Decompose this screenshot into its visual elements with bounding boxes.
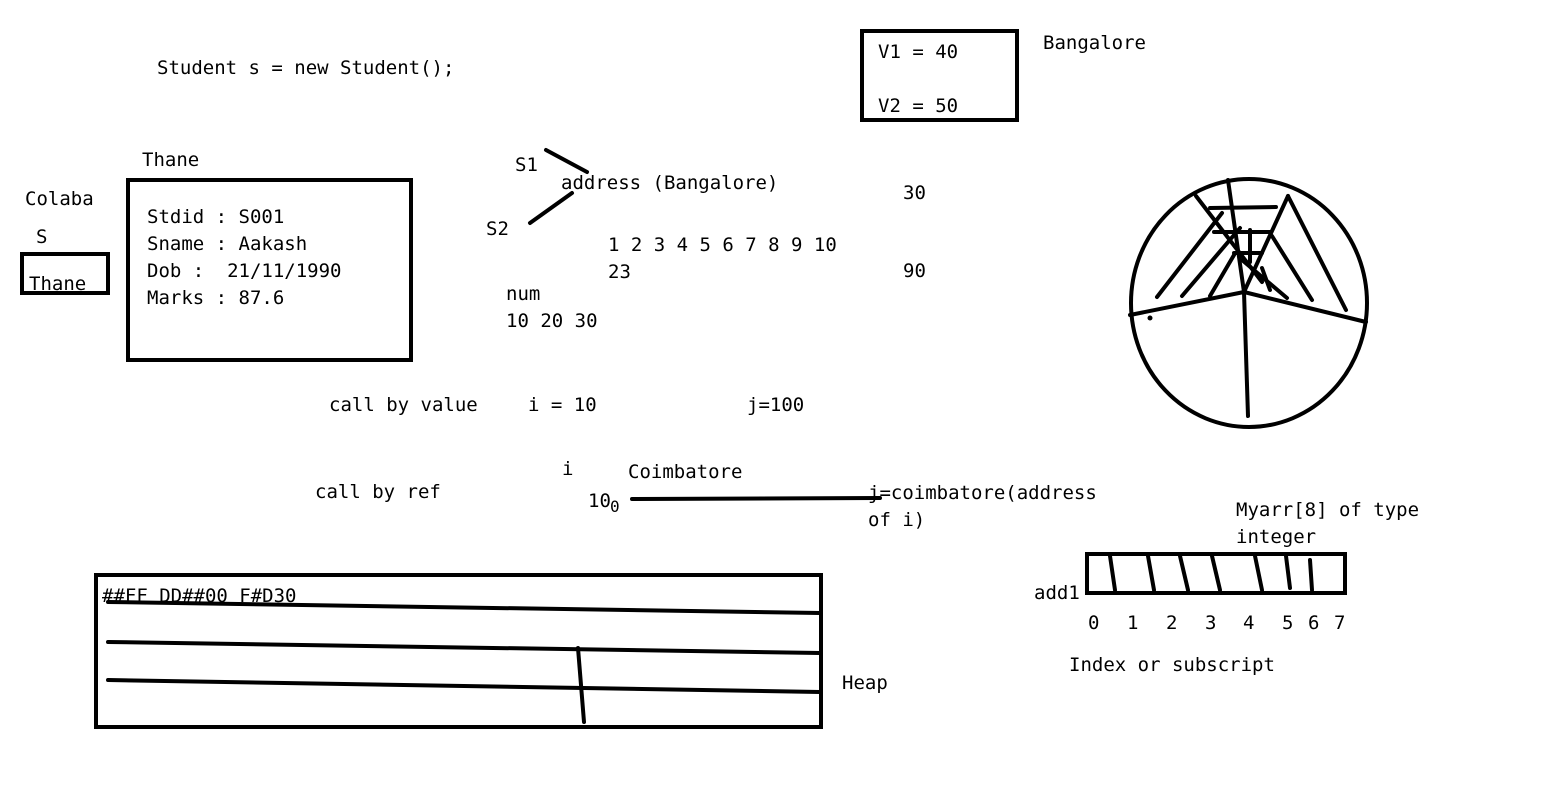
colaba-label: Colaba — [25, 188, 94, 210]
heap-box: ##FF DD##00 F#D30 — [94, 573, 823, 729]
array-index: 5 — [1282, 612, 1294, 634]
s1-pointer-stroke — [544, 148, 589, 174]
triangle-sketch — [1226, 178, 1290, 300]
heap-label: Heap — [842, 672, 888, 694]
myarr-line1: Myarr[8] of type — [1236, 499, 1420, 521]
code-line: Student s = new Student(); — [157, 57, 455, 79]
i-equals: i = 10 — [528, 394, 597, 416]
array-index: 4 — [1243, 612, 1255, 634]
myarr-line2: integer — [1236, 526, 1317, 548]
j-address-line2: of i) — [868, 509, 926, 531]
array-index: 6 — [1308, 612, 1320, 634]
heap-header: ##FF DD##00 F#D30 — [102, 585, 297, 607]
array-index: 7 — [1334, 612, 1346, 634]
array-index: 2 — [1166, 612, 1178, 634]
s-label: S — [36, 226, 48, 248]
value-90: 90 — [903, 260, 926, 282]
s2-pointer-stroke — [528, 191, 574, 225]
marks-field: Marks : 87.6 — [147, 287, 285, 309]
thane-label: Thane — [142, 149, 200, 171]
add1-label: add1 — [1034, 582, 1080, 604]
array-index: 0 — [1088, 612, 1100, 634]
index-label: Index or subscript — [1069, 654, 1275, 676]
coimbatore-label: Coimbatore — [628, 461, 743, 483]
s1-label: S1 — [515, 154, 538, 176]
value-10: 10 — [588, 490, 611, 512]
stdid-field: Stdid : S001 — [147, 206, 285, 228]
variables-box: V1 = 40 V2 = 50 — [860, 29, 1019, 122]
number-sequence: 1 2 3 4 5 6 7 8 9 10 — [608, 234, 837, 256]
i-label: i — [562, 458, 574, 480]
s-reference-box: Thane — [20, 252, 110, 295]
num-label: num — [506, 283, 541, 305]
v1-value: V1 = 40 — [878, 41, 959, 63]
address-label: address (Bangalore) — [561, 172, 779, 194]
array-box — [1085, 552, 1347, 595]
value-23: 23 — [608, 261, 631, 283]
student-object-box: Stdid : S001 Sname : Aakash Dob : 21/11/… — [126, 178, 413, 362]
bangalore-label: Bangalore — [1043, 32, 1146, 54]
call-by-ref-label: call by ref — [315, 481, 441, 503]
array-index: 3 — [1205, 612, 1217, 634]
reference-line — [630, 496, 882, 501]
s2-label: S2 — [486, 218, 509, 240]
value-30: 30 — [903, 182, 926, 204]
num-values: 10 20 30 — [506, 310, 598, 332]
j-address-line1: j=coimbatore(address — [868, 482, 1097, 504]
array-index: 1 — [1127, 612, 1139, 634]
s-reference-value: Thane — [29, 273, 87, 295]
sname-field: Sname : Aakash — [147, 233, 308, 255]
call-by-value-label: call by value — [329, 394, 478, 416]
circle-sketch — [1129, 177, 1369, 429]
v2-value: V2 = 50 — [878, 95, 959, 117]
small-zero: 0 — [610, 497, 620, 516]
j-equals: j=100 — [747, 394, 805, 416]
dob-field: Dob : 21/11/1990 — [147, 260, 342, 282]
